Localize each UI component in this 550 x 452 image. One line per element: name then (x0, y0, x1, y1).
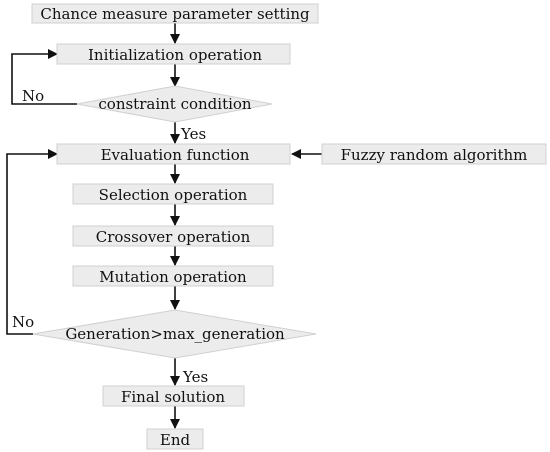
node-selection: Selection operation (72, 183, 274, 205)
node-selection-label: Selection operation (99, 186, 248, 204)
node-initialization-label: Initialization operation (88, 46, 262, 64)
node-constraint-decision: constraint condition (76, 85, 273, 123)
node-constraint-label: constraint condition (98, 95, 252, 113)
node-evaluation-label: Evaluation function (101, 146, 250, 164)
node-final-solution-label: Final solution (121, 388, 225, 406)
node-end: End (146, 428, 204, 450)
node-mutation: Mutation operation (72, 265, 274, 287)
node-final-solution: Final solution (102, 385, 245, 407)
edge-label-constraint-yes: Yes (180, 125, 206, 143)
edge-label-generation-yes: Yes (182, 368, 208, 386)
edge-generation-no-loop (6, 149, 58, 335)
node-fuzzy-random-label: Fuzzy random algorithm (341, 146, 528, 164)
node-evaluation: Evaluation function (56, 143, 291, 165)
edge-label-generation-no: No (12, 313, 34, 331)
node-initialization: Initialization operation (56, 43, 291, 65)
node-chance-measure: Chance measure parameter setting (31, 3, 319, 24)
node-end-label: End (160, 431, 191, 449)
flow-edges (6, 23, 322, 429)
node-generation-label: Generation>max_generation (65, 325, 285, 343)
edge-constraint-no-loop (11, 49, 77, 105)
node-chance-measure-label: Chance measure parameter setting (40, 5, 310, 23)
node-mutation-label: Mutation operation (99, 268, 247, 286)
node-crossover-label: Crossover operation (96, 228, 251, 246)
node-fuzzy-random: Fuzzy random algorithm (321, 143, 547, 165)
node-generation-decision: Generation>max_generation (32, 309, 317, 359)
node-crossover: Crossover operation (72, 225, 274, 247)
edge-label-constraint-no: No (22, 87, 44, 105)
